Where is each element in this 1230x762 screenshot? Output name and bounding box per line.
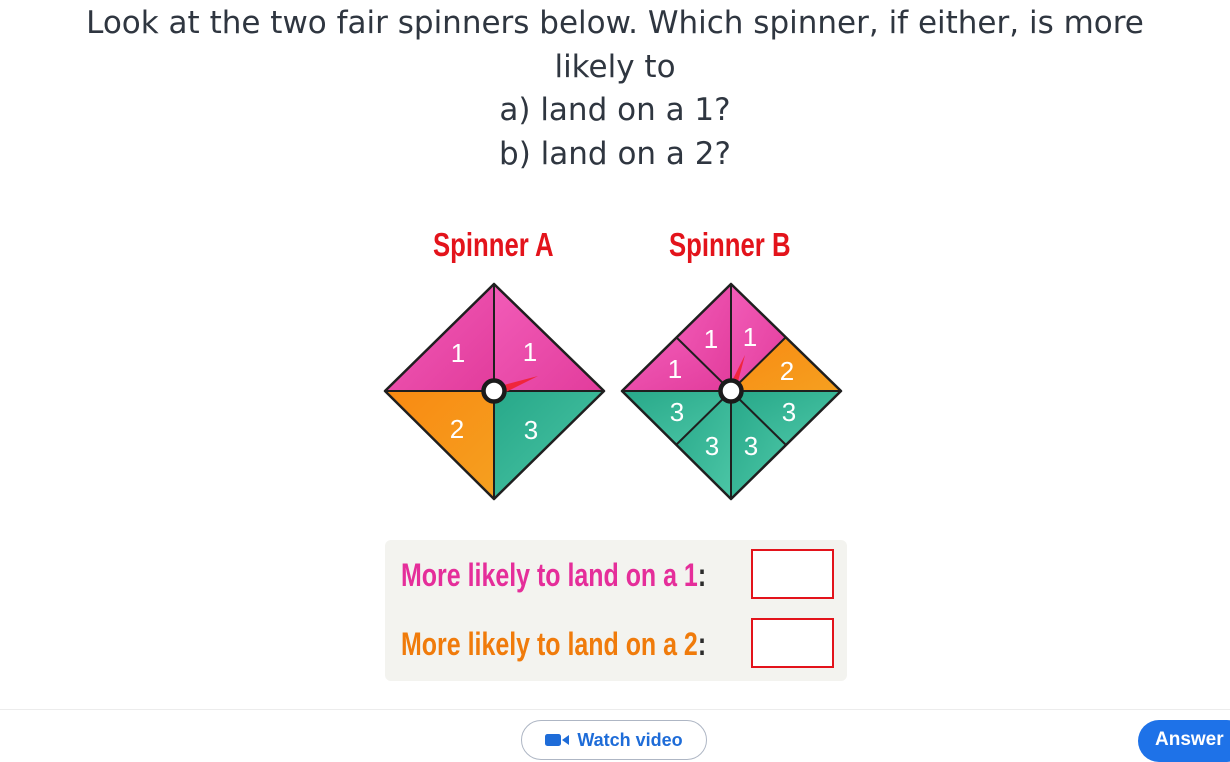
question-line-a: a) land on a 1? — [499, 92, 731, 128]
spinner-b: 1 1 1 2 3 3 3 3 — [620, 282, 843, 501]
spinner-b-section-4 — [731, 337, 841, 391]
answer-row-2-label: More likely to land on a 2: — [401, 626, 706, 663]
answer-row-1-label: More likely to land on a 1: — [401, 557, 706, 594]
spinner-b-label-2: 1 — [743, 322, 757, 352]
spinner-b-section-7 — [676, 391, 731, 499]
video-camera-icon — [545, 734, 570, 746]
spinner-b-section-5 — [622, 391, 731, 445]
spinner-b-section-6 — [731, 391, 841, 445]
spinner-b-label-5: 3 — [670, 397, 684, 427]
answer-row-1-colon: : — [697, 557, 707, 593]
spinner-b-label-8: 3 — [744, 431, 758, 461]
question-line-2: likely to — [554, 48, 676, 85]
answer-box-1[interactable] — [751, 549, 834, 599]
spinner-b-label-6: 3 — [782, 397, 796, 427]
spinner-b-label-3: 1 — [668, 354, 682, 384]
spinner-b-hub — [718, 378, 744, 404]
spinner-b-label-4: 2 — [780, 356, 794, 386]
watch-video-button[interactable]: Watch video — [521, 720, 707, 760]
spinners-illustration: 1 1 2 3 1 1 1 2 3 3 3 3 — [383, 282, 843, 501]
question-line-1: Look at the two fair spinners below. Whi… — [86, 5, 1144, 41]
footer-divider — [0, 709, 1230, 710]
question-line-b: b) land on a 2? — [499, 135, 731, 172]
spinner-b-section-1 — [676, 284, 731, 391]
spinner-a-label-3: 2 — [450, 414, 464, 444]
answer-panel: More likely to land on a 1: More likely … — [385, 540, 847, 681]
spinner-a-label-1: 1 — [451, 338, 465, 368]
answer-button[interactable]: Answer — [1138, 720, 1230, 762]
answer-box-2[interactable] — [751, 618, 834, 668]
spinner-b-section-3 — [622, 337, 731, 391]
question-text: Look at the two fair spinners below. Whi… — [0, 2, 1230, 176]
answer-row-1-text: More likely to land on a 1 — [401, 557, 698, 593]
spinner-b-section-8 — [731, 391, 786, 499]
answer-row-2-colon: : — [697, 626, 707, 662]
spinner-a-label-4: 3 — [524, 415, 538, 445]
spinner-a-title: Spinner A — [433, 226, 554, 263]
spinner-b-section-2 — [731, 284, 786, 391]
spinner-a: 1 1 2 3 — [383, 282, 606, 501]
answer-row-2-text: More likely to land on a 2 — [401, 626, 698, 662]
spinner-b-title: Spinner B — [669, 226, 791, 263]
watch-video-label: Watch video — [577, 729, 683, 750]
spinner-a-hub — [481, 378, 507, 404]
spinner-b-label-7: 3 — [705, 431, 719, 461]
spinner-b-label-1: 1 — [704, 324, 718, 354]
spinner-a-label-2: 1 — [523, 337, 537, 367]
